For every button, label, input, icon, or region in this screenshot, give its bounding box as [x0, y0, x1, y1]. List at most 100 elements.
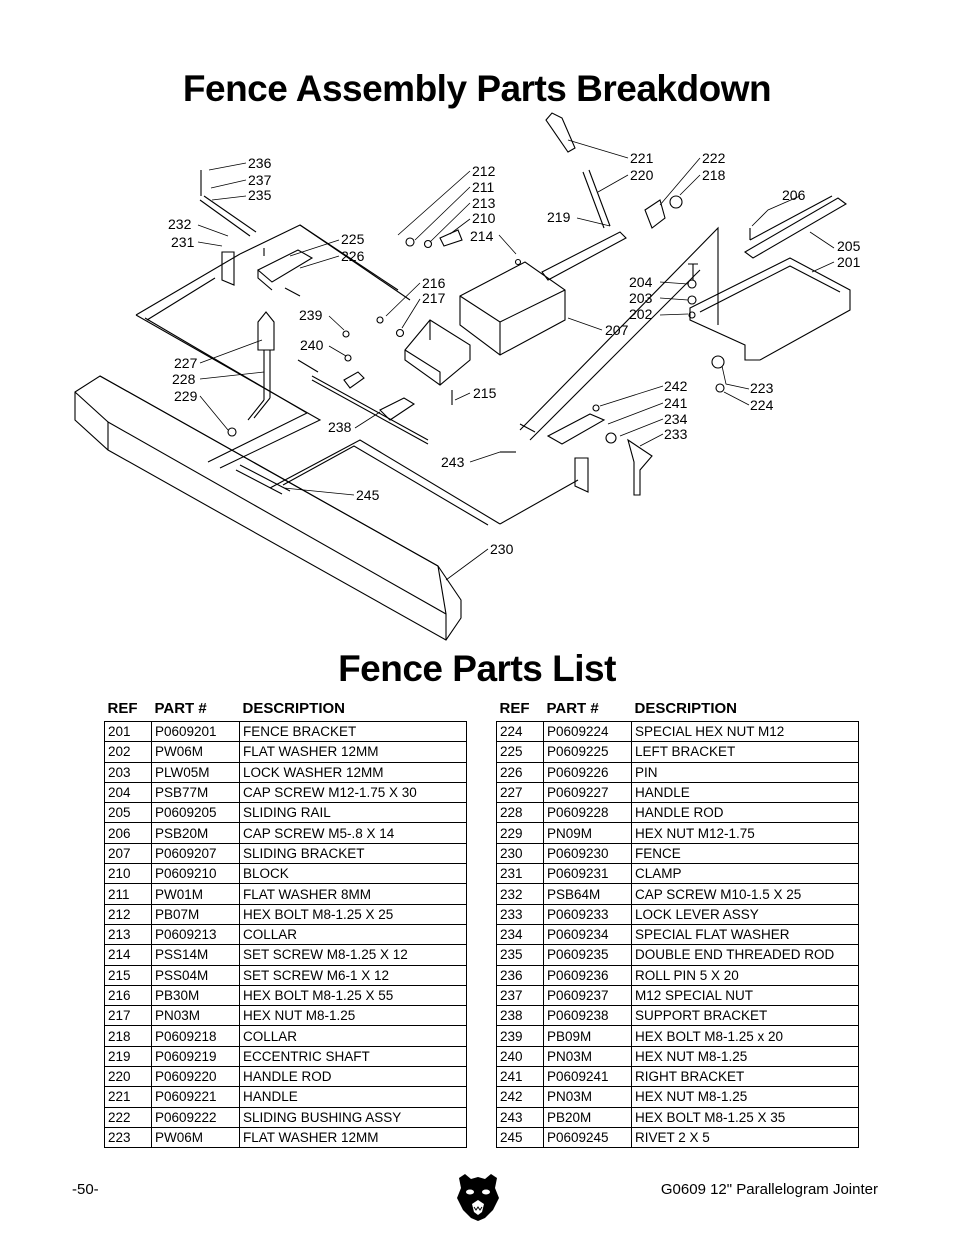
callout-243: 243 — [441, 454, 465, 470]
part-number-cell: PN03M — [151, 1005, 240, 1027]
header-description: DESCRIPTION — [634, 699, 738, 717]
callout-231: 231 — [171, 234, 195, 250]
ref-cell: 207 — [104, 842, 152, 865]
callout-235: 235 — [248, 187, 272, 203]
callout-229: 229 — [174, 388, 198, 404]
part-number-cell: PB30M — [151, 984, 240, 1007]
page-number: -50- — [72, 1181, 99, 1198]
ref-cell: 235 — [496, 944, 544, 966]
ref-cell: 206 — [104, 822, 152, 844]
ref-cell: 216 — [104, 984, 152, 1007]
description-cell: HEX BOLT M8-1.25 x 20 — [631, 1025, 859, 1047]
callout-217: 217 — [422, 290, 446, 306]
part-number-cell: P0609205 — [151, 802, 240, 824]
part-number-cell: P0609238 — [543, 1005, 632, 1027]
ref-cell: 233 — [496, 903, 544, 925]
ref-cell: 228 — [496, 802, 544, 824]
part-number-cell: P0609201 — [151, 720, 240, 743]
part-number-cell: P0609221 — [151, 1086, 240, 1108]
description-cell: CAP SCREW M5-.8 X 14 — [239, 822, 467, 844]
description-cell: FLAT WASHER 8MM — [239, 883, 467, 905]
part-number-cell: P0609226 — [543, 761, 632, 783]
callout-234: 234 — [664, 411, 688, 427]
description-cell: HEX NUT M8-1.25 — [631, 1086, 859, 1108]
ref-cell: 201 — [104, 720, 152, 743]
part-number-cell: P0609236 — [543, 964, 632, 986]
description-cell: M12 SPECIAL NUT — [631, 984, 859, 1007]
ref-cell: 204 — [104, 781, 152, 804]
part-number-cell: PB09M — [543, 1025, 632, 1047]
parts-list-title: Fence Parts List — [338, 648, 616, 689]
callout-236: 236 — [248, 155, 272, 171]
ref-cell: 245 — [496, 1126, 544, 1149]
header-ref: REF — [499, 699, 530, 717]
callout-237: 237 — [248, 172, 272, 188]
description-cell: FENCE BRACKET — [239, 720, 467, 743]
description-cell: CLAMP — [631, 863, 859, 885]
ref-cell: 220 — [104, 1066, 152, 1088]
ref-cell: 227 — [496, 781, 544, 804]
callout-227: 227 — [174, 355, 198, 371]
callout-222: 222 — [702, 150, 726, 166]
ref-cell: 242 — [496, 1086, 544, 1108]
description-cell: HANDLE — [631, 781, 859, 804]
description-cell: PIN — [631, 761, 859, 783]
description-cell: SUPPORT BRACKET — [631, 1005, 859, 1027]
description-cell: CAP SCREW M10-1.5 X 25 — [631, 883, 859, 905]
callout-228: 228 — [172, 371, 196, 387]
description-cell: SLIDING BUSHING ASSY — [239, 1106, 467, 1128]
ref-cell: 217 — [104, 1005, 152, 1027]
ref-cell: 214 — [104, 944, 152, 966]
callout-232: 232 — [168, 216, 192, 232]
grizzly-bear-logo-icon — [457, 1174, 499, 1221]
ref-cell: 243 — [496, 1106, 544, 1128]
part-number-cell: PN03M — [543, 1086, 632, 1108]
description-cell: HANDLE — [239, 1086, 467, 1108]
ref-cell: 241 — [496, 1066, 544, 1088]
callout-210: 210 — [472, 210, 496, 226]
ref-cell: 215 — [104, 964, 152, 986]
callout-211: 211 — [472, 179, 495, 195]
description-cell: SPECIAL FLAT WASHER — [631, 923, 859, 946]
part-number-cell: P0609245 — [543, 1126, 632, 1149]
ref-cell: 226 — [496, 761, 544, 783]
callout-215: 215 — [473, 385, 497, 401]
description-cell: LEFT BRACKET — [631, 741, 859, 763]
part-number-cell: PSB64M — [543, 883, 632, 905]
description-cell: SLIDING BRACKET — [239, 842, 467, 865]
part-number-cell: P0609218 — [151, 1025, 240, 1047]
part-number-cell: P0609222 — [151, 1106, 240, 1128]
description-cell: HEX NUT M8-1.25 — [239, 1005, 467, 1027]
ref-cell: 225 — [496, 741, 544, 763]
callout-212: 212 — [472, 163, 496, 179]
description-cell: HEX BOLT M8-1.25 X 25 — [239, 903, 467, 925]
ref-cell: 212 — [104, 903, 152, 925]
description-cell: HEX BOLT M8-1.25 X 55 — [239, 984, 467, 1007]
header-description: DESCRIPTION — [242, 699, 346, 717]
part-number-cell: P0609234 — [543, 923, 632, 946]
description-cell: RIVET 2 X 5 — [631, 1126, 859, 1149]
description-cell: SET SCREW M6-1 X 12 — [239, 964, 467, 986]
